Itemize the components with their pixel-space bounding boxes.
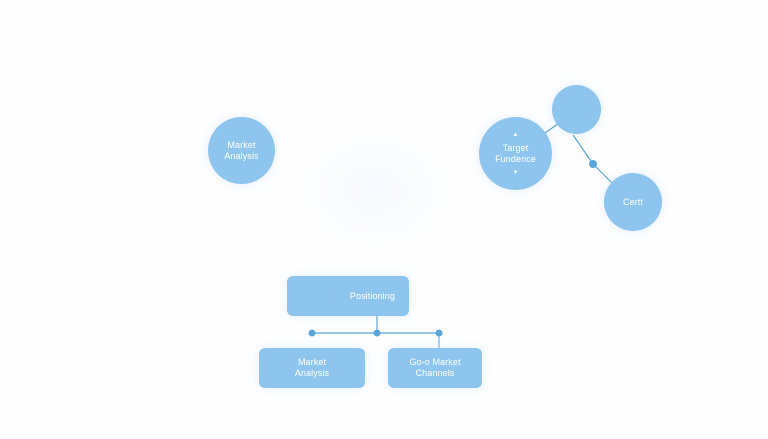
blank-circle-node[interactable] [552,85,601,134]
connector-dot-to-cert [592,163,613,184]
up-arrow-icon: ▲ [512,131,519,138]
market-analysis-circle-label-line2: Analysis [224,150,259,161]
faint-background-shape [300,130,450,250]
market-analysis-box[interactable]: Market Analysis [259,348,365,388]
target-audience-label-line1: Target [502,142,529,153]
market-analysis-circle-label-line1: Market [227,139,256,150]
positioning-box[interactable]: Positioning [287,276,409,316]
market-analysis-box-label-line1: Market [297,357,327,367]
go-to-market-label-line2: Channels [415,368,455,378]
market-analysis-box-label-line2: Analysis [294,368,330,378]
target-audience-label-line2: Fundence [495,153,536,164]
connector-node-dot-right [589,160,597,168]
connector-dot-left [308,329,316,337]
cert-label: Certt [622,196,643,207]
target-audience-circle[interactable]: ▲ Target Fundence ▼ [479,117,552,190]
go-to-market-label-line1: Go-o Market [409,357,461,367]
connector-dot-center [373,329,381,337]
connector-dot-right [435,329,443,337]
cert-circle[interactable]: Certt [604,173,662,231]
positioning-label: Positioning [349,290,395,301]
connector-blank-to-dot [572,134,594,165]
down-arrow-icon: ▼ [512,169,519,176]
market-analysis-circle[interactable]: Market Analysis [208,117,275,184]
go-to-market-box[interactable]: Go-o Market Channels [388,348,482,388]
